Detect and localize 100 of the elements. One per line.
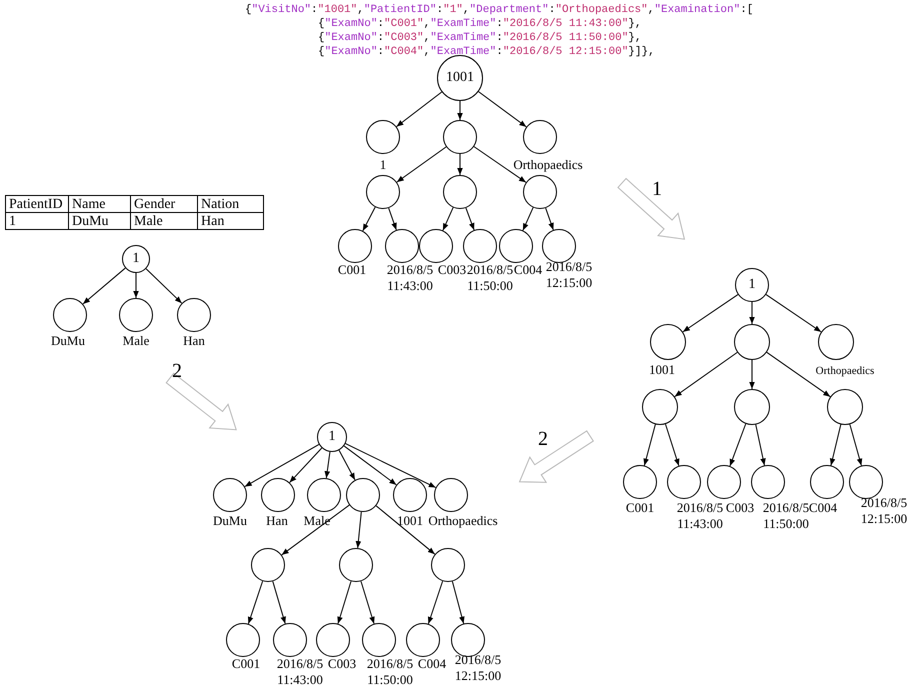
arrow [146, 268, 182, 304]
arrow [338, 450, 356, 480]
node-label: C001 [338, 262, 366, 278]
step-number: 1 [652, 178, 662, 200]
tree-node [226, 623, 260, 657]
tree-node [406, 623, 440, 657]
node-label: C004 [808, 500, 838, 516]
arrow [755, 424, 766, 466]
node-label: Orthopaedics [513, 157, 583, 173]
arrow [396, 146, 447, 183]
node-label: 2016/8/5 12:15:00 [544, 259, 594, 291]
arrow [766, 352, 831, 398]
arrow [82, 268, 126, 304]
node-label: 2016/8/5 11:43:00 [676, 500, 724, 532]
tree-node [542, 229, 576, 263]
arrow [133, 272, 139, 298]
tree-node [751, 465, 785, 499]
table-cell: Name [68, 195, 130, 212]
tree-node [523, 120, 557, 154]
tree-node [650, 324, 686, 360]
tree-node [523, 175, 557, 209]
node-label: DuMu [213, 513, 247, 529]
tree-node [849, 465, 883, 499]
tree-node [307, 478, 341, 512]
root-node: 1 [317, 422, 347, 452]
code-line: {"VisitNo":"1001","PatientID":"1","Department":"Orthopaedics","Examination":[ [245, 4, 754, 17]
node-label: Male [304, 513, 330, 529]
tree-node [316, 623, 350, 657]
tree-node [443, 120, 477, 154]
arrow [474, 146, 526, 183]
tree-node [53, 298, 87, 332]
table-cell: PatientID [5, 195, 68, 212]
table-cell: 1 [5, 212, 68, 229]
arrow [457, 154, 463, 176]
tree-node [827, 389, 863, 425]
arrow [643, 424, 656, 466]
tree-node [623, 465, 657, 499]
tree-node [251, 548, 285, 582]
tree-node [362, 623, 396, 657]
arrow [344, 445, 397, 486]
arrow [337, 580, 352, 624]
node-label: C001 [232, 656, 260, 672]
tree-node [810, 465, 844, 499]
tree-node [393, 478, 427, 512]
tree-node [434, 478, 468, 512]
node-label: 1001 [397, 513, 423, 529]
arrow [442, 207, 454, 231]
arrow [664, 424, 680, 466]
arrow [344, 443, 436, 488]
node-label: 2016/8/5 11:43:00 [386, 262, 434, 294]
tree-node [451, 623, 485, 657]
arrow [674, 352, 738, 398]
node-label: 2016/8/5 12:15:00 [860, 495, 908, 527]
arrow [360, 580, 375, 624]
table-cell: Nation [197, 195, 263, 212]
code-line: {"ExamNo":"C001","ExamTime":"2016/8/5 11:43:00"}, [318, 18, 642, 31]
table-cell: Male [130, 212, 197, 229]
node-label: Male [122, 333, 150, 349]
tree-node [177, 298, 211, 332]
node-label: Orthopaedics [428, 513, 498, 529]
arrow [457, 100, 463, 120]
node-label: C003 [438, 262, 466, 278]
node-label: C004 [418, 656, 446, 672]
tree-node [734, 324, 770, 360]
arrow [478, 91, 527, 128]
tree-node [213, 478, 247, 512]
arrow [545, 208, 554, 230]
node-label: 2016/8/5 12:15:00 [454, 652, 502, 684]
arrow [396, 92, 442, 128]
node-label: Orthopaedics [816, 364, 874, 379]
root-node: 1 [122, 245, 150, 273]
node-label: 2016/8/5 11:50:00 [366, 656, 414, 688]
arrow [766, 294, 822, 332]
tree-node [463, 229, 497, 263]
node-label: DuMu [51, 333, 85, 349]
arrow [248, 580, 264, 624]
arrow [849, 424, 862, 466]
tree-node [642, 389, 678, 425]
table-cell: Han [197, 212, 263, 229]
tree-node [707, 465, 741, 499]
arrow [465, 207, 475, 231]
tree-node [339, 548, 373, 582]
tree-node [366, 120, 400, 154]
tree-node [366, 175, 400, 209]
node-label: Han [266, 513, 288, 529]
root-node: 1001 [437, 55, 483, 101]
arrow [376, 505, 436, 555]
arrow [729, 423, 746, 467]
node-label: 1 [380, 157, 386, 173]
arrow [272, 580, 286, 624]
node-label: C003 [726, 500, 754, 516]
arrow [281, 504, 350, 556]
tree-node [443, 175, 477, 209]
step-number: 2 [172, 360, 182, 382]
arrow [324, 451, 330, 479]
arrow [388, 208, 397, 230]
node-label: C001 [626, 500, 654, 516]
tree-node [338, 229, 372, 263]
arrow [749, 302, 755, 324]
arrow [356, 511, 362, 549]
